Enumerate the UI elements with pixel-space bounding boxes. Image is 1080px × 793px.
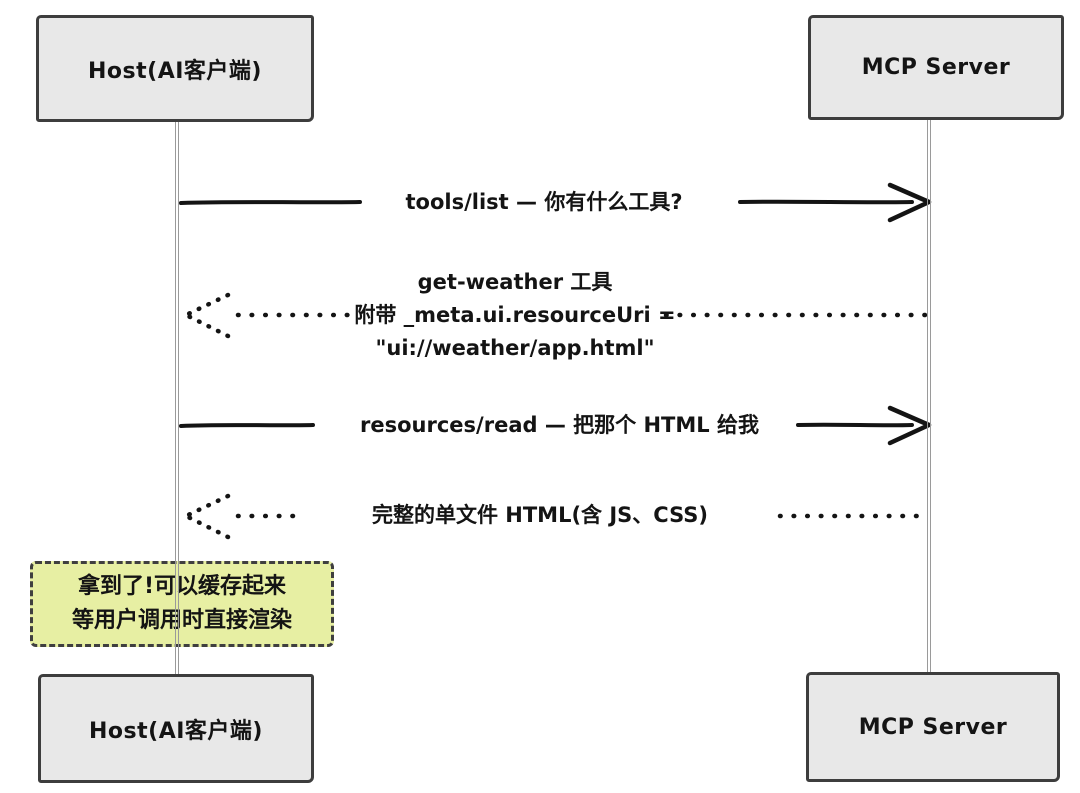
arrow-line-right: [738, 199, 914, 205]
dotted-arrowhead-left-icon: [183, 312, 231, 339]
solid-arrow-resources-read: [179, 405, 932, 446]
message-label-tools-list: tools/list — 你有什么工具?: [405, 190, 683, 214]
participant-host-top: Host(AI客户端): [36, 15, 314, 122]
note-line: 等用户调用时直接渲染: [71, 608, 292, 633]
arrowhead-right-icon: [887, 405, 932, 446]
lifeline-mcp-server: [927, 120, 931, 674]
message-label-resources-read: resources/read — 把那个 HTML 给我: [360, 413, 759, 437]
dotted-arrow-tools-result: [183, 292, 929, 339]
lifeline-host: [175, 122, 179, 674]
message-line: "ui://weather/app.html": [375, 336, 655, 360]
solid-arrow-tools-list: [179, 182, 932, 223]
message-label-resources-result: 完整的单文件 HTML(含 JS、CSS): [371, 503, 709, 527]
arrowhead-right-icon: [887, 182, 932, 223]
participant-mcp-server-bottom: MCP Server: [806, 672, 1060, 782]
note-cache-render: 拿到了!可以缓存起来 等用户调用时直接渲染: [30, 561, 334, 647]
message-line: 附带 _meta.ui.resourceUri =: [354, 303, 676, 327]
dotted-arrowhead-left-icon: [183, 292, 231, 318]
dotted-arrowhead-left-icon: [183, 493, 231, 519]
dotted-arrow-resources-result: [183, 493, 929, 540]
dotted-arrowhead-left-icon: [183, 513, 231, 540]
note-line: 拿到了!可以缓存起来: [77, 574, 287, 599]
participant-mcp-server-top: MCP Server: [808, 15, 1064, 120]
arrow-line-left: [179, 200, 362, 205]
arrow-line-left: [179, 423, 315, 428]
participant-host-bottom: Host(AI客户端): [38, 674, 314, 783]
message-label-tools-result: get-weather 工具 附带 _meta.ui.resourceUri =…: [300, 266, 730, 365]
arrow-line-right: [796, 422, 914, 428]
message-line: get-weather 工具: [417, 270, 613, 294]
